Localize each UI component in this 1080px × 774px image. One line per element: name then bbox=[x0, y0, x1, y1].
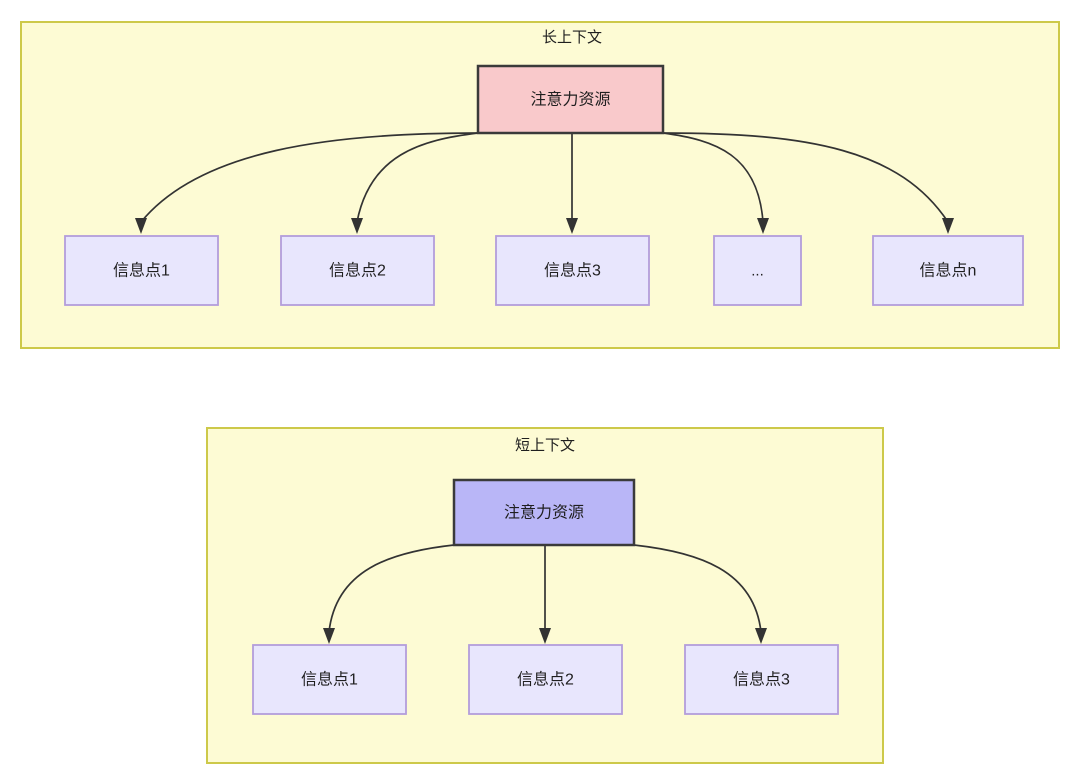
node-attention-resource-short[interactable]: 注意力资源 bbox=[452, 478, 636, 547]
node-attention-resource-long[interactable]: 注意力资源 bbox=[476, 64, 665, 135]
node-label-info-1-long: 信息点1 bbox=[113, 262, 170, 280]
edge-root-to-info-ellipsis bbox=[662, 132, 764, 223]
section-long-context: 长上下文 注意力资源 信息点1 bbox=[20, 21, 1060, 349]
edge-root-to-info-2 bbox=[356, 132, 479, 223]
node-label-info-2-long: 信息点2 bbox=[329, 262, 386, 280]
node-info-point-2-long[interactable]: 信息点2 bbox=[280, 235, 435, 306]
arrow-head-info-3 bbox=[566, 218, 578, 234]
node-rect-info-n-long bbox=[872, 235, 1024, 306]
edge-root-to-info-n bbox=[662, 132, 949, 223]
arrow-head-info-2-short bbox=[539, 628, 551, 644]
edge-group-short-context bbox=[323, 544, 767, 644]
edge-root-to-info-3-short bbox=[633, 544, 762, 633]
node-rect-info-3-short bbox=[684, 644, 839, 715]
arrow-head-info-n bbox=[942, 218, 954, 234]
node-rect-attention-long bbox=[476, 64, 665, 135]
node-info-point-1-long[interactable]: 信息点1 bbox=[64, 235, 219, 306]
node-rect-info-1-long bbox=[64, 235, 219, 306]
container-title-short-context: 短上下文 bbox=[515, 437, 575, 454]
node-info-point-2-short[interactable]: 信息点2 bbox=[468, 644, 623, 715]
node-label-info-3-long: 信息点3 bbox=[544, 262, 601, 280]
node-label-attention-short: 注意力资源 bbox=[504, 503, 584, 522]
arrow-head-info-3-short bbox=[755, 628, 767, 644]
node-info-point-3-long[interactable]: 信息点3 bbox=[495, 235, 650, 306]
section-short-context: 短上下文 注意力资源 信息点1 信息点2 bbox=[206, 427, 884, 764]
node-label-info-3-short: 信息点3 bbox=[733, 671, 790, 689]
node-info-point-3-short[interactable]: 信息点3 bbox=[684, 644, 839, 715]
node-label-info-1-short: 信息点1 bbox=[301, 671, 358, 689]
edge-root-to-info-1-short bbox=[328, 544, 455, 633]
container-title-long-context: 长上下文 bbox=[542, 29, 602, 46]
node-info-point-ellipsis-long[interactable]: ... bbox=[713, 235, 802, 306]
edge-group-long-context bbox=[135, 132, 954, 234]
node-label-attention-long: 注意力资源 bbox=[530, 90, 610, 109]
node-info-point-1-short[interactable]: 信息点1 bbox=[252, 644, 407, 715]
node-label-info-n-long: 信息点n bbox=[920, 262, 977, 280]
node-rect-info-1-short bbox=[252, 644, 407, 715]
edge-root-to-info-1 bbox=[140, 132, 479, 223]
node-rect-info-2-long bbox=[280, 235, 435, 306]
node-rect-attention-short bbox=[452, 478, 636, 547]
arrow-head-info-1 bbox=[135, 218, 147, 234]
arrow-head-info-ellipsis bbox=[757, 218, 769, 234]
node-info-point-n-long[interactable]: 信息点n bbox=[872, 235, 1024, 306]
node-label-info-ellipsis-long: ... bbox=[751, 262, 764, 279]
arrow-head-info-2 bbox=[351, 218, 363, 234]
arrow-head-info-1-short bbox=[323, 628, 335, 644]
node-rect-info-ellipsis-long bbox=[713, 235, 802, 306]
node-rect-info-3-long bbox=[495, 235, 650, 306]
node-rect-info-2-short bbox=[468, 644, 623, 715]
node-label-info-2-short: 信息点2 bbox=[517, 671, 574, 689]
